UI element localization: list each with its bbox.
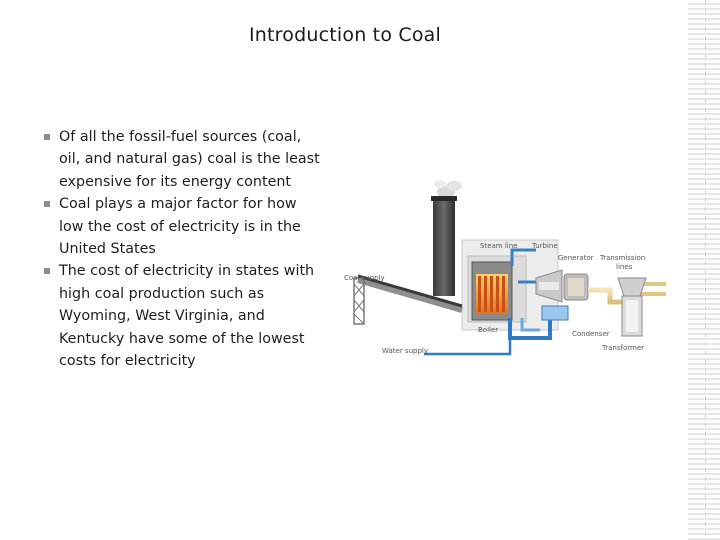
water-pipes — [424, 308, 552, 356]
bullet-text: The cost of electricity in states with h… — [59, 263, 315, 370]
slide-title: Introduction to Coal — [248, 24, 442, 46]
coal-conveyor — [353, 274, 463, 325]
label-transformer: Transformer — [601, 344, 644, 352]
bullet-item: Of all the fossil-fuel sources (coal, oi… — [44, 126, 324, 193]
label-lines: lines — [616, 263, 633, 271]
decorative-edge-pattern — [688, 0, 720, 540]
smokestack — [433, 198, 455, 296]
label-steam-line: Steam line — [480, 242, 517, 250]
square-bullet-icon — [44, 268, 50, 275]
transformer — [617, 277, 647, 337]
boiler — [471, 261, 513, 321]
label-turbine: Turbine — [531, 242, 558, 250]
bullet-text: Of all the fossil-fuel sources (coal, oi… — [59, 129, 320, 190]
label-coal-supply: Coal supply — [344, 274, 385, 282]
steam-line-pipe — [510, 248, 536, 266]
bullet-text: Coal plays a major factor for how low th… — [59, 196, 301, 258]
turbine — [535, 269, 563, 303]
label-water-supply: Water supply — [382, 347, 428, 355]
smoke-plume — [434, 180, 462, 198]
label-generator: Generator — [558, 254, 594, 262]
bullet-item: Coal plays a major factor for how low th… — [44, 193, 324, 260]
coal-power-plant-diagram: Steam line Turbine Generator Transmissio… — [344, 180, 666, 356]
label-transmission: Transmission — [599, 254, 645, 262]
square-bullet-icon — [44, 201, 50, 208]
transmission-conduit — [588, 287, 630, 305]
label-condenser: Condenser — [572, 330, 610, 338]
bullet-list: Of all the fossil-fuel sources (coal, oi… — [44, 126, 324, 372]
label-boiler: Boiler — [478, 326, 498, 334]
condenser — [541, 305, 569, 321]
square-bullet-icon — [44, 134, 50, 140]
bullet-item: The cost of electricity in states with h… — [44, 260, 324, 372]
